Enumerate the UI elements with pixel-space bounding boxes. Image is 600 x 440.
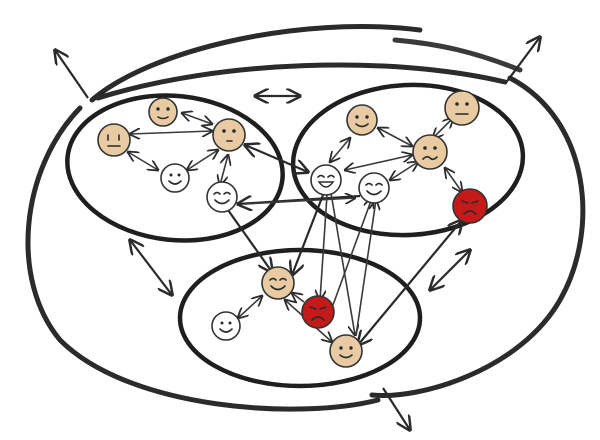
edge-r4 [345, 155, 412, 170]
clusters [65, 82, 526, 389]
outer-ring-inner-arc [95, 62, 508, 101]
edge-x4 [227, 209, 272, 272]
outer-ring-arc-right [369, 75, 586, 399]
arrow-out-topleft [55, 50, 89, 99]
edge-l3 [128, 152, 158, 170]
edge-l5 [220, 155, 228, 185]
edge-l1 [182, 113, 212, 124]
sad-face-icon [452, 188, 488, 224]
edge-x1 [245, 145, 308, 172]
edge-x10 [358, 220, 462, 345]
edge-x3 [244, 198, 355, 205]
edge-x5 [292, 194, 325, 275]
happy-face-icon [310, 164, 342, 196]
edge-r6 [445, 168, 462, 192]
outer-ring-arc-bottom [25, 105, 381, 412]
happy-face-icon [346, 104, 378, 136]
edge-l4 [187, 150, 218, 170]
happy-face-icon [211, 311, 241, 341]
edge-r5 [390, 162, 418, 180]
link-left-bottom [130, 240, 172, 295]
edges-right [330, 118, 462, 192]
happy-face-icon [261, 266, 295, 300]
outer-boundary [25, 23, 586, 412]
edge-x7 [330, 192, 355, 335]
edge-x6 [320, 194, 328, 300]
neutral-face-icon [444, 90, 480, 126]
edge-r1 [378, 128, 412, 146]
faces [97, 90, 488, 368]
edge-l2 [130, 131, 212, 134]
edge-b1 [238, 296, 262, 318]
worried-face-icon [412, 134, 448, 170]
outer-ring-arc-topright [392, 37, 523, 73]
edge-x8 [332, 198, 372, 306]
edges-left [128, 113, 228, 185]
happy-face-icon [329, 334, 363, 368]
outward-arrows [55, 37, 540, 430]
edge-r3 [330, 138, 350, 162]
arrow-out-topright [504, 37, 540, 85]
edge-r2 [433, 118, 453, 138]
sad-face-icon [301, 295, 335, 329]
happy-face-icon [358, 172, 390, 204]
outer-ring-arc-top [89, 23, 423, 103]
happy-face-icon [160, 163, 190, 193]
neutral-face-icon [97, 123, 131, 157]
happy-face-icon [206, 181, 238, 213]
arrow-out-bottom [382, 387, 410, 430]
link-right-bottom [430, 250, 470, 290]
neutral-face-icon [148, 97, 178, 127]
edges-cross [227, 145, 462, 345]
neutral-face-icon [212, 118, 246, 152]
